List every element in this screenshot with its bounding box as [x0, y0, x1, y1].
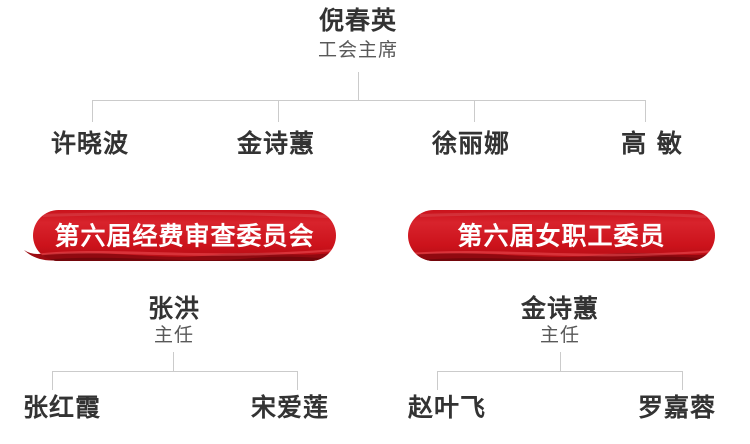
- connector-member-drop: [52, 371, 53, 390]
- connector-level1-drop: [278, 100, 279, 122]
- member-name: 金诗蕙: [236, 129, 316, 158]
- committee-leader-title: 主任: [153, 324, 195, 346]
- connector-members-horizontal: [52, 371, 298, 372]
- connector-members-horizontal: [437, 371, 683, 372]
- connector-level1-horizontal: [92, 100, 646, 101]
- chairman-name: 倪春英: [318, 6, 398, 35]
- connector-leader-stub: [173, 352, 174, 371]
- committee-member-name: 罗嘉蓉: [637, 393, 717, 422]
- red-ribbon-background: [24, 210, 336, 261]
- connector-member-drop: [437, 371, 438, 390]
- committee-leader-name: 张洪: [147, 294, 201, 323]
- connector-level1-drop: [92, 100, 93, 122]
- red-ribbon-background: [408, 210, 715, 261]
- connector-root-stub: [358, 72, 359, 101]
- chairman-title: 工会主席: [317, 39, 399, 61]
- connector-leader-stub: [560, 352, 561, 371]
- committee-banner-label: 第六届女职工委员: [457, 221, 666, 251]
- connector-member-drop: [297, 371, 298, 390]
- committee-banner-funds-review: 第六届经费审查委员会: [24, 210, 336, 261]
- committee-member-name: 宋爱莲: [250, 393, 330, 422]
- committee-member-name: 赵叶飞: [407, 393, 487, 422]
- committee-member-name: 张红霞: [22, 393, 102, 422]
- committee-banner-label: 第六届经费审查委员会: [54, 221, 315, 251]
- connector-level1-drop: [645, 100, 646, 122]
- committee-leader-name: 金诗蕙: [520, 294, 600, 323]
- committee-leader-title: 主任: [539, 324, 581, 346]
- committee-banner-women-workers: 第六届女职工委员: [408, 210, 715, 261]
- member-name: 徐丽娜: [431, 129, 511, 158]
- member-name: 许晓波: [50, 129, 130, 158]
- connector-level1-drop: [474, 100, 475, 122]
- connector-member-drop: [682, 371, 683, 390]
- member-name: 高 敏: [621, 129, 683, 158]
